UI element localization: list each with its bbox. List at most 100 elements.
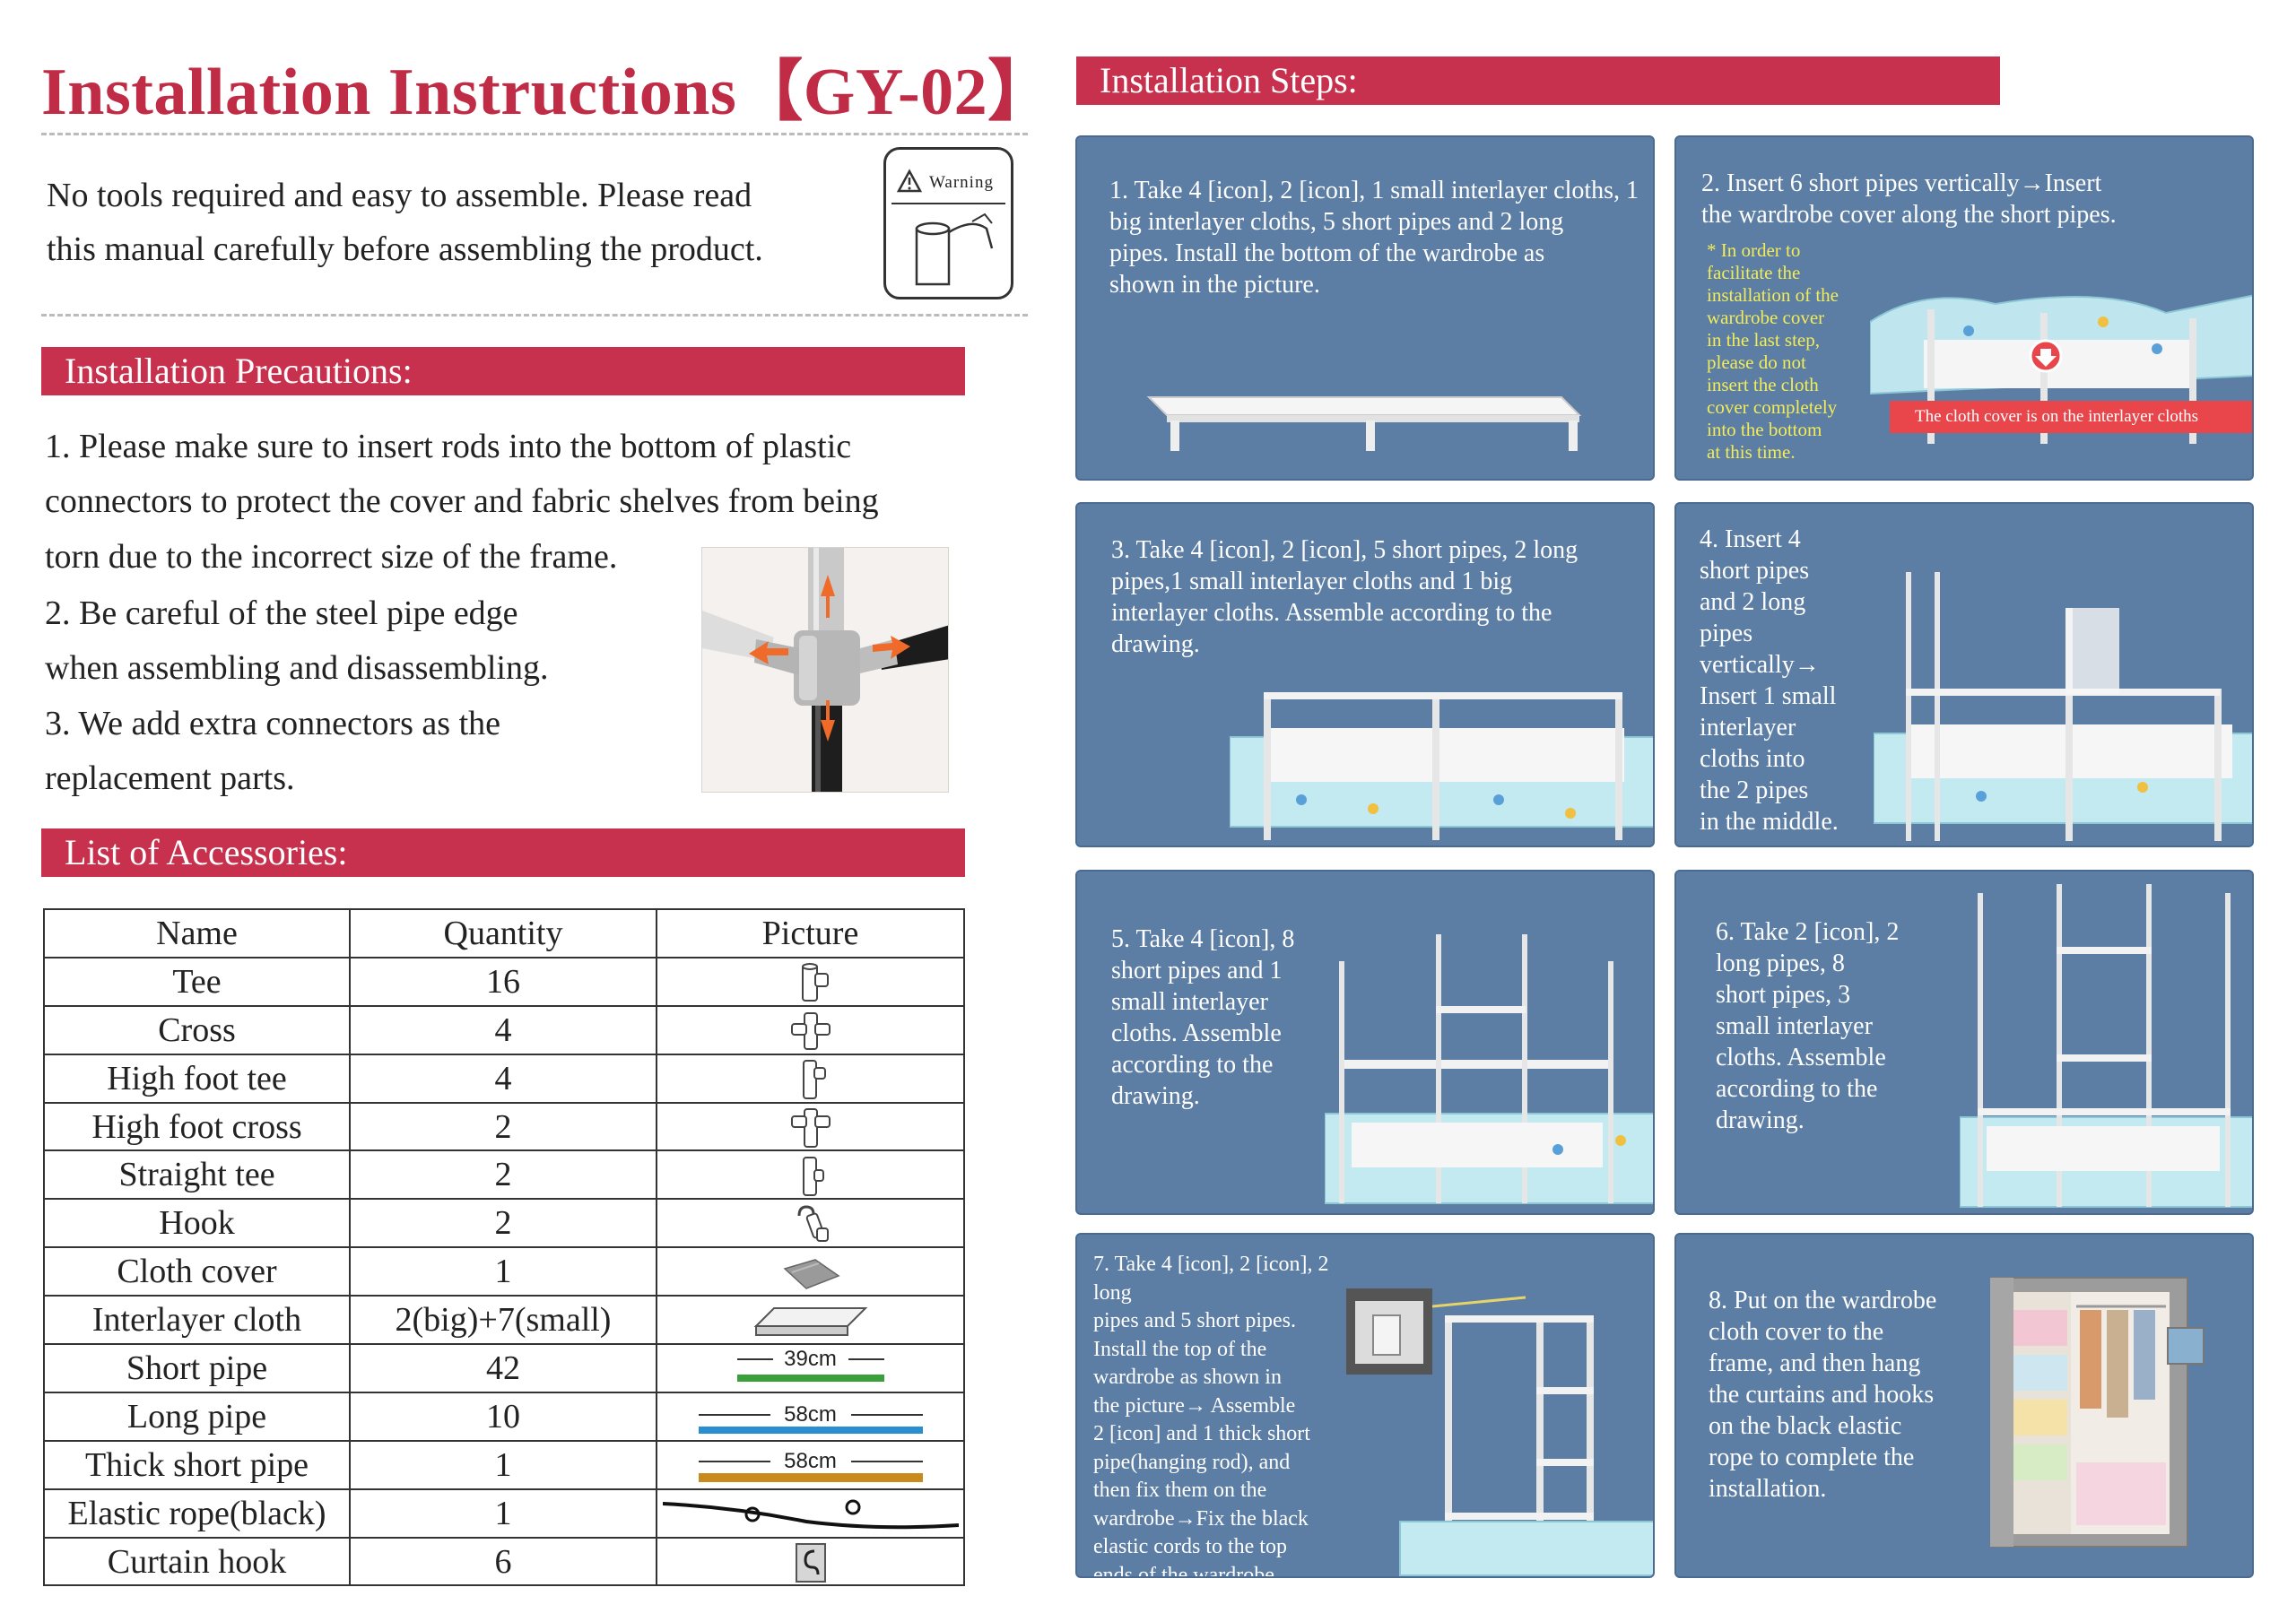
table-row: Short pipe 42 39cm (43, 1343, 965, 1393)
step-line: cloths into (1700, 745, 1805, 773)
step-line: wardrobe→Fix the black (1093, 1506, 1309, 1531)
step-1-text: 1. Take 4 [icon], 2 [icon], 1 small inte… (1109, 175, 1648, 300)
accessories-table: Name Quantity Picture Tee 16 Cross 4 Hig… (43, 908, 965, 1587)
shelf-assembly-illustration (1230, 692, 1653, 840)
step-line: cloth cover to the (1709, 1318, 1884, 1346)
precaution-line-2: connectors to protect the cover and fabr… (45, 482, 879, 520)
high-foot-tee-icon (802, 1059, 826, 1099)
step-line: drawing. (1111, 1082, 1200, 1110)
accessory-name: Thick short pipe (43, 1439, 351, 1490)
table-row: Cross 4 (43, 1004, 965, 1055)
step-4-text: 4. Insert 4 short pipes and 2 long pipes… (1700, 524, 1879, 837)
step-line: rope to complete the (1709, 1444, 1915, 1471)
accessory-name: Cloth cover (43, 1246, 351, 1297)
step-8-text: 8. Put on the wardrobe cloth cover to th… (1709, 1285, 1978, 1505)
step-line: Insert 1 small (1700, 682, 1837, 710)
step-2-callout: The cloth cover is on the interlayer clo… (1890, 401, 2252, 433)
note-line: into the bottom (1707, 419, 1822, 440)
frame-extension-illustration (1960, 884, 2252, 1208)
table-row: Hook 2 (43, 1198, 965, 1249)
interlayer-cloth-icon (753, 1306, 867, 1336)
step-5-panel: 5. Take 4 [icon], 8 short pipes and 1 sm… (1075, 870, 1655, 1215)
step-line: short pipes, 3 (1716, 981, 1851, 1009)
step-line: pipes. Install the bottom of the wardrob… (1109, 239, 1545, 267)
note-line: * In order to (1707, 239, 1801, 261)
step-line: then fix them on the (1093, 1479, 1267, 1502)
precaution-line-4: 2. Be careful of the steel pipe edge (45, 594, 518, 632)
step-line: interlayer (1700, 714, 1796, 742)
step-line: 7. Take 4 [icon], 2 [icon], 2 long (1093, 1253, 1329, 1305)
step-line: short pipes (1700, 557, 1810, 585)
accessory-qty: 42 (349, 1343, 657, 1393)
step-line: 4. Insert 4 (1700, 525, 1801, 553)
step-line: according to the (1716, 1075, 1878, 1103)
step-3-panel: 3. Take 4 [icon], 2 [icon], 5 short pipe… (1075, 502, 1655, 847)
step-line: drawing. (1716, 1106, 1805, 1134)
step-2-note: * In order to facilitate the installatio… (1707, 239, 1886, 464)
divider-mid (41, 314, 1028, 317)
note-line: in the last step, (1707, 329, 1820, 351)
step-line: on the black elastic (1709, 1412, 1902, 1440)
column-header-name: Name (43, 908, 351, 958)
step-line: 2. Insert 6 short pipes vertically→Inser… (1701, 169, 2102, 197)
step-line: frame, and then hang (1709, 1349, 1921, 1377)
step-line: pipe(hanging rod), and (1093, 1450, 1291, 1474)
accessory-name: Curtain hook (43, 1536, 351, 1587)
base-frame-illustration (1146, 396, 1582, 451)
elastic-rope-icon (662, 1499, 959, 1530)
table-header-row: Name Quantity Picture (43, 908, 965, 958)
precaution-line-3: torn due to the incorrect size of the fr… (45, 538, 618, 576)
step-line: pipes and 5 short pipes. (1093, 1309, 1296, 1332)
step-line: according to the (1111, 1051, 1274, 1079)
page-title: Installation Instructions【GY-02】 (41, 56, 1055, 129)
accessory-name: Tee (43, 956, 351, 1007)
table-row: Interlayer cloth 2(big)+7(small) (43, 1295, 965, 1346)
note-line: at this time. (1707, 441, 1796, 463)
step-5-text: 5. Take 4 [icon], 8 short pipes and 1 sm… (1111, 924, 1326, 1112)
long-pipe-icon: 58cm (698, 1403, 923, 1436)
accessory-qty: 2 (349, 1198, 657, 1249)
curtain-hook-icon (795, 1542, 826, 1583)
step-line: the wardrobe cover along the short pipes… (1701, 201, 2117, 229)
precaution-line-1: 1. Please make sure to insert rods into … (45, 428, 852, 465)
step-line: pipes,1 small interlayer cloths and 1 bi… (1111, 568, 1513, 595)
intro-line-2: this manual carefully before assembling … (47, 230, 763, 268)
accessory-name: Hook (43, 1198, 351, 1249)
step-line: shown in the picture. (1109, 271, 1320, 299)
step-line: 5. Take 4 [icon], 8 (1111, 925, 1295, 953)
step-line: short pipes and 1 (1111, 957, 1283, 984)
hook-icon (797, 1205, 829, 1243)
divider-top (41, 133, 1028, 135)
table-row: High foot tee 4 (43, 1053, 965, 1104)
step-line: installation. (1709, 1475, 1827, 1503)
accessory-qty: 16 (349, 956, 657, 1007)
accessory-name: Short pipe (43, 1343, 351, 1393)
step-line: small interlayer (1716, 1012, 1873, 1040)
tee-connector-icon (801, 963, 829, 1002)
note-line: installation of the (1707, 284, 1839, 306)
step-2-text: 2. Insert 6 short pipes vertically→Inser… (1701, 168, 2239, 230)
cover-insertion-illustration (1870, 294, 2252, 444)
accessory-qty: 1 (349, 1439, 657, 1490)
step-1-panel: 1. Take 4 [icon], 2 [icon], 1 small inte… (1075, 135, 1655, 481)
table-row: Long pipe 10 58cm (43, 1391, 965, 1442)
step-line: in the middle. (1700, 808, 1839, 836)
accessory-qty: 1 (349, 1246, 657, 1297)
step-line: and 2 long (1700, 588, 1806, 616)
step-line: small interlayer (1111, 988, 1268, 1016)
steps-heading: Installation Steps: (1076, 56, 2000, 105)
accessory-name: Interlayer cloth (43, 1295, 351, 1346)
step-line: cloths. Assemble (1716, 1044, 1886, 1071)
step-line: the 2 pipes (1700, 776, 1809, 804)
cloth-cover-icon (783, 1258, 840, 1289)
step-line: Install the top of the (1093, 1337, 1267, 1361)
short-pipe-icon: 39cm (736, 1348, 884, 1387)
high-foot-cross-icon (790, 1107, 831, 1148)
column-header-quantity: Quantity (349, 908, 657, 958)
accessories-heading: List of Accessories: (41, 828, 965, 877)
accessory-qty: 2 (349, 1101, 657, 1152)
step-6-panel: 6. Take 2 [icon], 2 long pipes, 8 short … (1674, 870, 2254, 1215)
step-line: vertically→ (1700, 651, 1820, 679)
step-line: drawing. (1111, 630, 1200, 658)
table-row: High foot cross 2 (43, 1101, 965, 1152)
